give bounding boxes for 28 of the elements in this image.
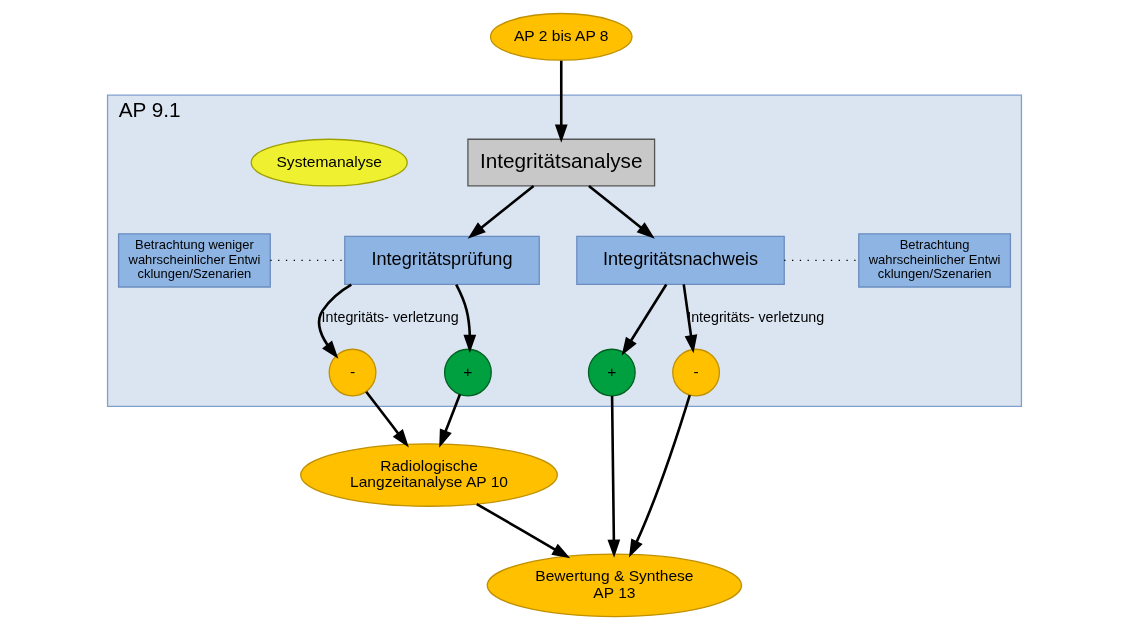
arrow (439, 394, 462, 448)
edge-label: Integritäts- verletzung (687, 308, 825, 325)
node-box: Integritätsnachweis (576, 235, 785, 286)
arrow (455, 284, 477, 353)
node-ellipse: Bewertung & Synthese AP 13 (486, 553, 743, 618)
arrow (476, 502, 571, 559)
arrow (365, 390, 409, 448)
node-box: Betrachtung weniger wahrscheinlicher Entwicklungen/Szenarien (117, 233, 271, 288)
arrow (467, 184, 535, 239)
node-box: Integritätsanalyse (467, 138, 656, 187)
node-circle: + (443, 348, 492, 397)
arrow (628, 394, 691, 558)
edge-label: Integritäts- verletzung (321, 308, 459, 325)
arrow (317, 283, 352, 359)
arrow (607, 395, 621, 558)
node-circle: + (587, 348, 636, 397)
arrow (588, 184, 655, 239)
node-ellipse: AP 2 bis AP 8 (489, 12, 633, 61)
connector (783, 259, 859, 262)
node-ellipse: Radiologische Langzeitanalyse AP 10 (300, 443, 558, 507)
arrow (621, 283, 668, 356)
node-circle: - (672, 348, 721, 397)
node-box: Integritätsprüfung (344, 235, 540, 286)
node-circle: - (328, 348, 377, 397)
node-box: Betrachtung wahrscheinlicher Entwicklungen/Szenarien (858, 233, 1012, 288)
arrow (682, 284, 698, 354)
node-ellipse: Systemanalyse (250, 138, 408, 187)
arrow (554, 60, 568, 143)
